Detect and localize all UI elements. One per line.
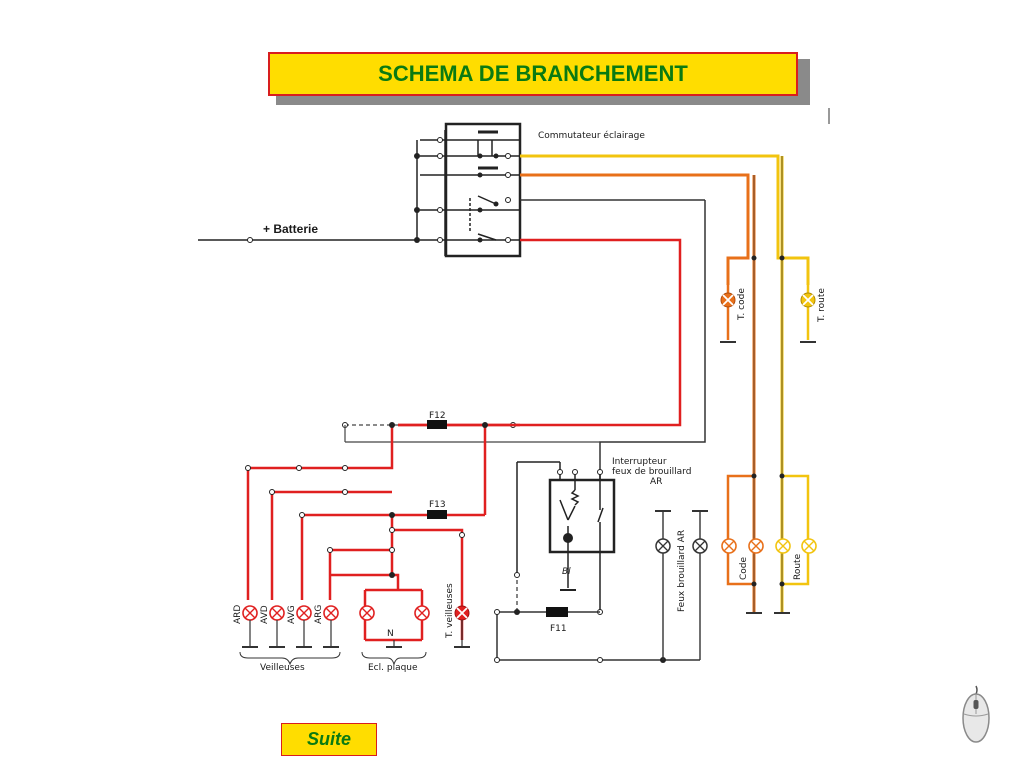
fog-switch-label-2: feux de brouillard <box>612 467 691 477</box>
fuse-f11-label: F11 <box>550 624 567 634</box>
suite-button[interactable]: Suite <box>281 723 377 756</box>
mouse-icon <box>962 685 990 743</box>
fog-light-switch <box>516 461 616 612</box>
ard-label: ARD <box>233 605 243 624</box>
avg-label: AVG <box>287 605 297 624</box>
t-veilleuses-lamp <box>454 605 470 621</box>
fog-switch-label-1: Interrupteur <box>612 457 667 467</box>
t-route-lamp <box>800 258 816 343</box>
veilleuses-label: Veilleuses <box>260 663 305 673</box>
fog-lights-label: Feux brouillard AR <box>677 530 687 612</box>
avd-label: AVD <box>260 605 270 624</box>
page-title: SCHEMA DE BRANCHEMENT <box>268 52 798 96</box>
fog-lights <box>655 510 708 660</box>
n-label: N <box>387 629 394 639</box>
fuse-f12-label: F12 <box>429 411 446 421</box>
switch-label: Commutateur éclairage <box>538 130 645 141</box>
fuse-f12 <box>427 420 447 429</box>
t-code-lamp <box>720 258 736 343</box>
ecl-plaque-label: Ecl. plaque <box>368 663 418 673</box>
fog-switch-label-3: AR <box>650 477 662 487</box>
t-route-label: T. route <box>817 288 827 323</box>
code-label: Code <box>739 556 749 580</box>
fuse-f13-label: F13 <box>429 500 446 510</box>
route-lamps <box>775 474 817 586</box>
code-lamps <box>721 474 764 586</box>
fuse-f13 <box>427 510 447 519</box>
bl-label: Bl <box>562 567 571 577</box>
fuse-f11 <box>546 607 568 617</box>
t-code-label: T. code <box>737 288 747 321</box>
arg-label: ARG <box>314 605 324 624</box>
diagram-panel <box>198 108 830 680</box>
wire-red-main <box>398 238 682 427</box>
battery-label: + Batterie <box>263 222 318 236</box>
route-label: Route <box>793 553 803 580</box>
t-veilleuses-label: T. veilleuses <box>445 583 455 639</box>
